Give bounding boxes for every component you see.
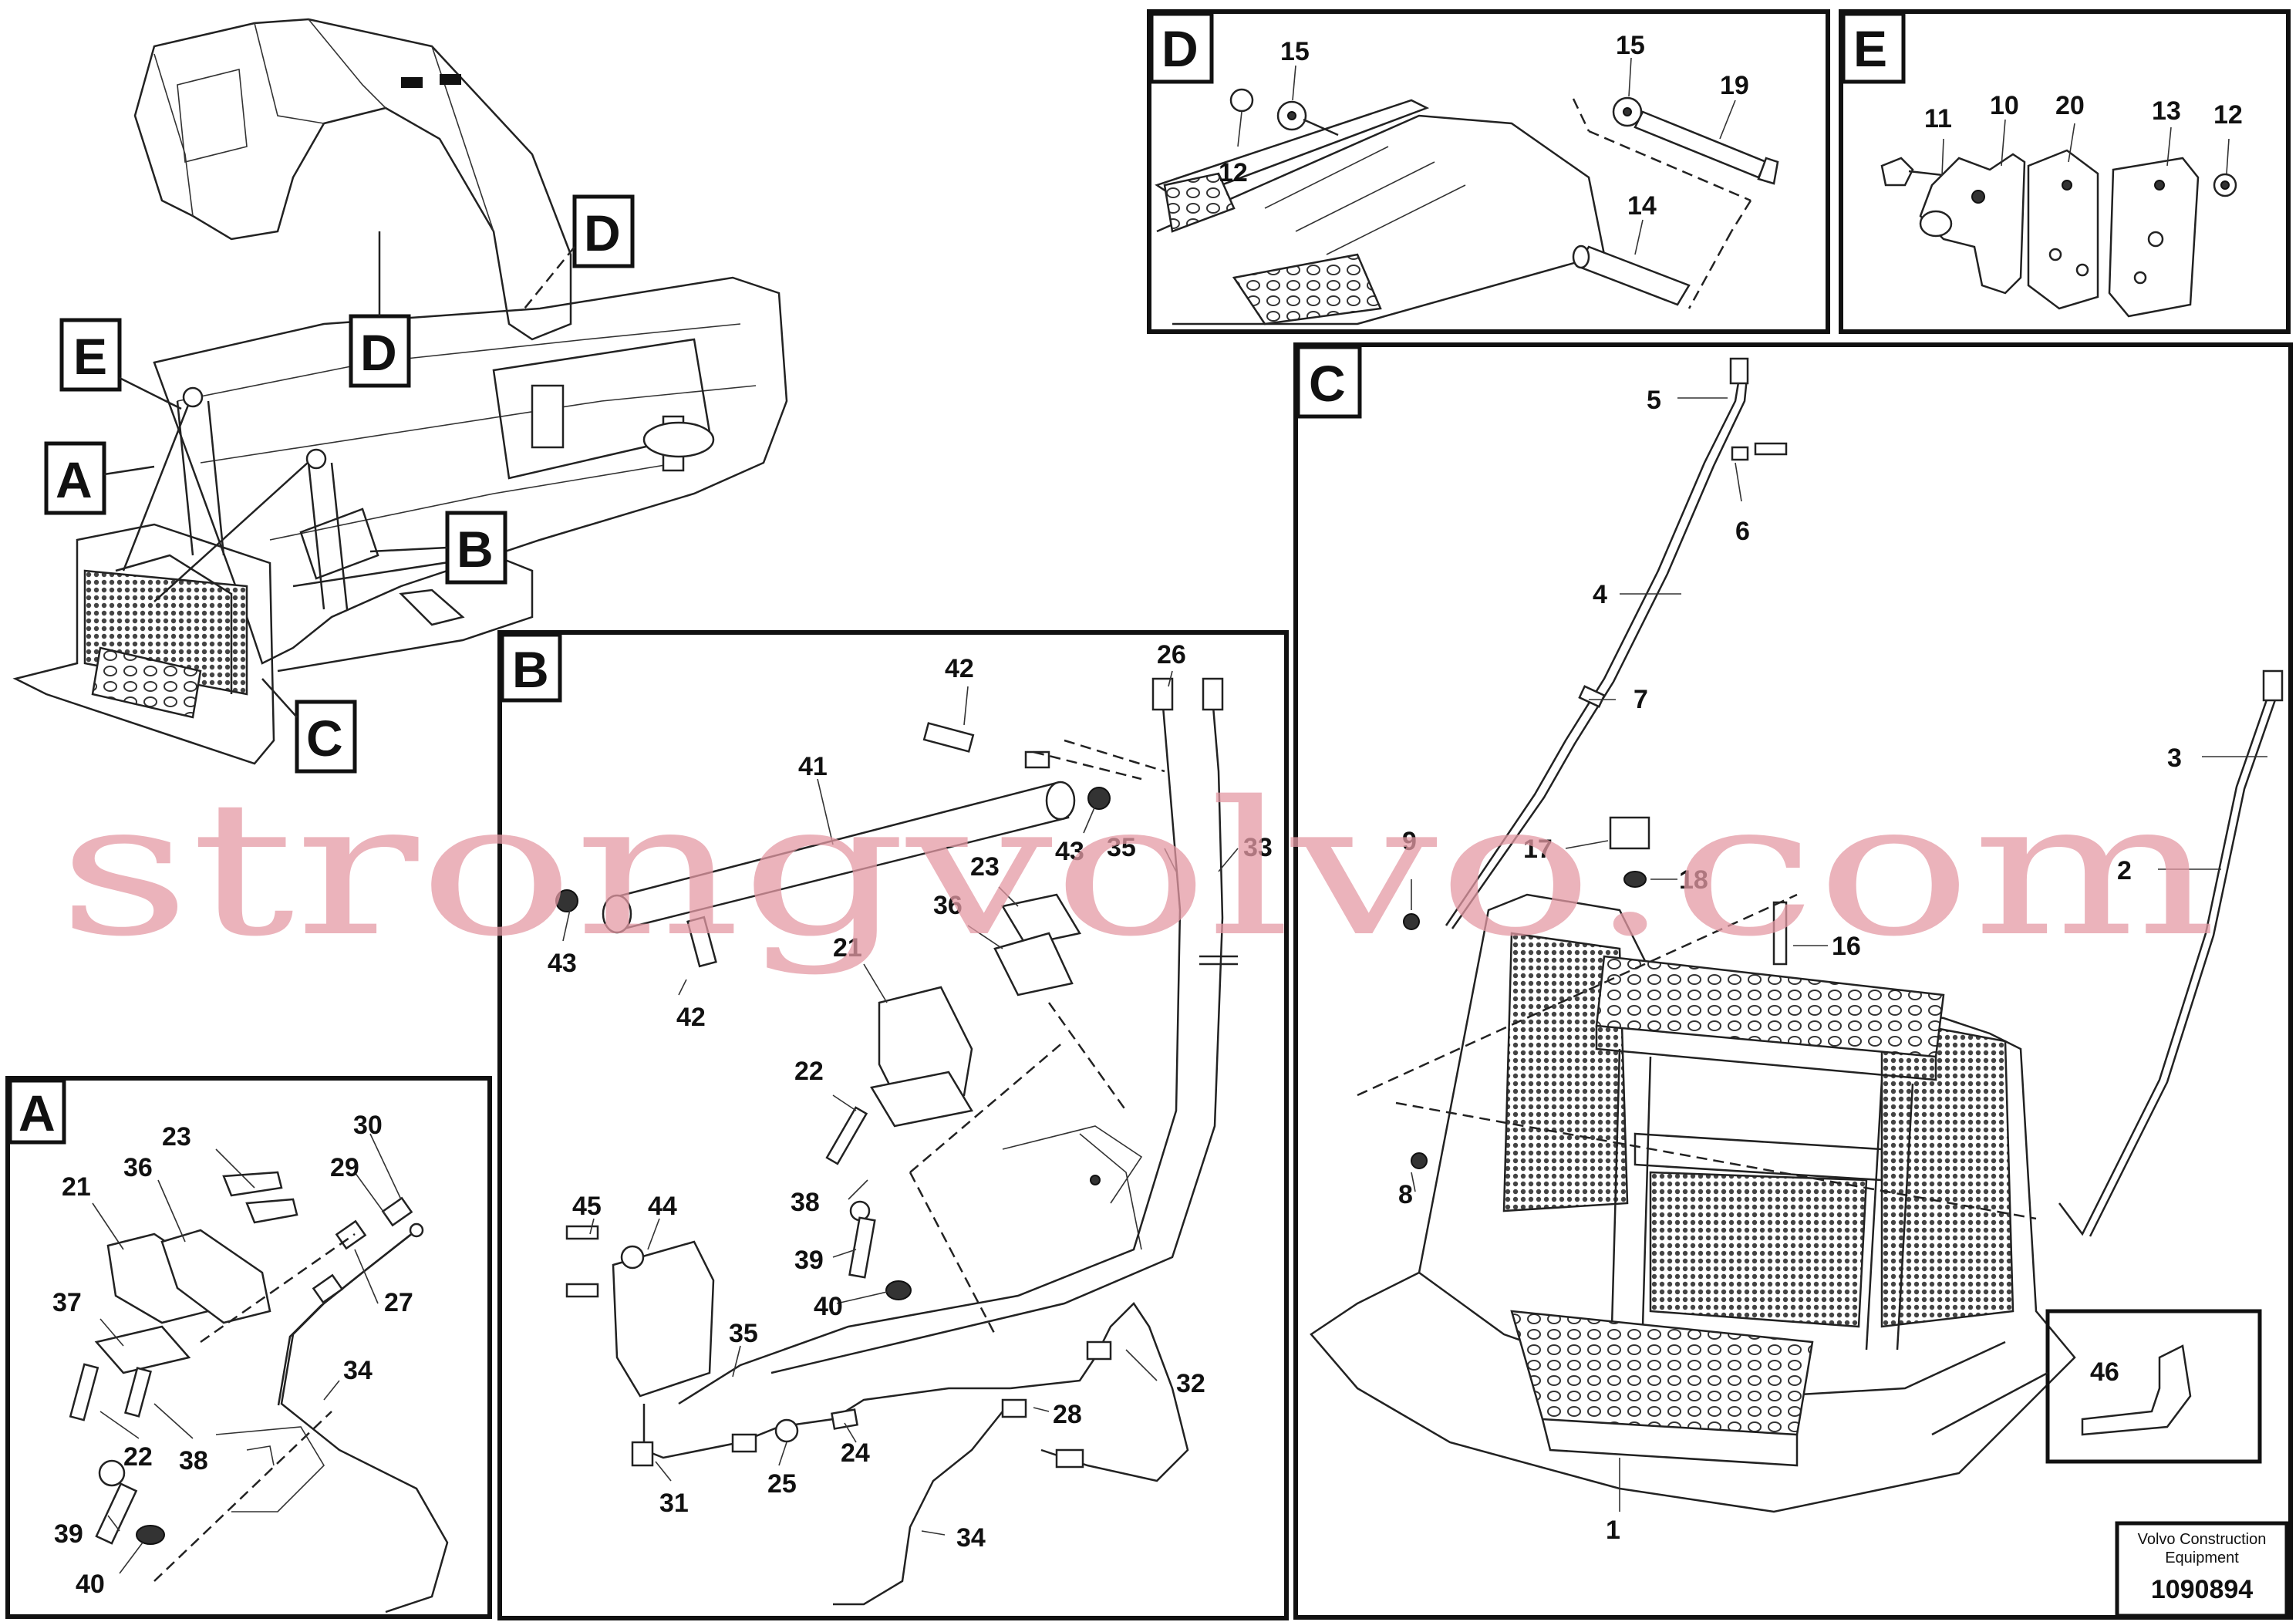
svg-text:19: 19 — [1720, 71, 1749, 100]
svg-text:12: 12 — [1219, 158, 1248, 187]
svg-text:10: 10 — [1990, 91, 2019, 120]
svg-text:44: 44 — [648, 1192, 677, 1221]
svg-text:32: 32 — [1176, 1369, 1205, 1398]
svg-text:16: 16 — [1832, 932, 1861, 961]
svg-text:C: C — [1309, 355, 1346, 412]
svg-text:36: 36 — [123, 1153, 153, 1182]
svg-text:36: 36 — [933, 891, 963, 920]
callout-d-upper[interactable]: D — [524, 194, 635, 309]
callout-a[interactable]: A — [44, 441, 155, 515]
callout-e[interactable]: E — [59, 318, 182, 410]
svg-text:39: 39 — [54, 1519, 83, 1549]
svg-text:31: 31 — [659, 1489, 689, 1518]
svg-text:24: 24 — [841, 1438, 870, 1468]
machine-overview — [12, 18, 788, 765]
svg-text:D: D — [360, 324, 397, 381]
svg-text:12: 12 — [2213, 100, 2243, 130]
panel-c: C — [1293, 342, 2293, 1620]
svg-text:40: 40 — [76, 1570, 105, 1599]
svg-text:22: 22 — [123, 1442, 153, 1472]
panel-b: B — [497, 630, 1289, 1620]
svg-text:35: 35 — [729, 1319, 758, 1348]
svg-text:11: 11 — [1924, 104, 1952, 133]
svg-text:13: 13 — [2152, 96, 2181, 126]
svg-text:46: 46 — [2090, 1357, 2119, 1387]
svg-text:23: 23 — [970, 852, 1000, 882]
svg-text:5: 5 — [1647, 386, 1661, 415]
svg-text:Equipment: Equipment — [2165, 1549, 2239, 1566]
svg-text:A: A — [56, 451, 93, 508]
svg-text:27: 27 — [384, 1288, 413, 1317]
svg-text:38: 38 — [179, 1446, 208, 1475]
svg-text:B: B — [512, 641, 549, 698]
svg-text:28: 28 — [1053, 1400, 1082, 1429]
svg-text:14: 14 — [1627, 191, 1657, 221]
svg-text:1: 1 — [1606, 1516, 1620, 1545]
svg-text:39: 39 — [794, 1246, 824, 1275]
svg-text:3: 3 — [2167, 744, 2182, 773]
svg-text:4: 4 — [1593, 580, 1607, 609]
svg-text:35: 35 — [1107, 833, 1136, 862]
svg-text:17: 17 — [1523, 835, 1553, 864]
callout-c[interactable]: C — [261, 678, 357, 774]
callout-d-lower[interactable]: D — [349, 231, 411, 388]
svg-text:43: 43 — [548, 949, 577, 978]
svg-text:E: E — [1853, 20, 1887, 77]
svg-text:6: 6 — [1735, 517, 1750, 546]
overview-callouts: E A D D B C — [44, 194, 635, 774]
svg-text:D: D — [584, 204, 621, 261]
svg-text:45: 45 — [572, 1192, 602, 1221]
callout-b[interactable]: B — [369, 511, 507, 585]
svg-text:43: 43 — [1055, 837, 1084, 866]
svg-text:2: 2 — [2117, 856, 2132, 885]
svg-text:23: 23 — [162, 1122, 191, 1152]
drawing-number: 1090894 — [2151, 1575, 2253, 1604]
panel-d: D 15 15 19 12 14 — [1147, 9, 1830, 334]
svg-text:34: 34 — [956, 1523, 986, 1553]
svg-text:29: 29 — [330, 1153, 359, 1182]
svg-text:20: 20 — [2055, 91, 2085, 120]
svg-text:26: 26 — [1157, 640, 1186, 669]
svg-text:21: 21 — [833, 933, 862, 963]
svg-text:21: 21 — [62, 1172, 91, 1202]
svg-text:7: 7 — [1633, 685, 1648, 714]
title-block: Volvo Construction Equipment 1090894 — [2115, 1521, 2289, 1618]
svg-text:E: E — [73, 328, 107, 385]
svg-text:38: 38 — [791, 1188, 820, 1217]
svg-text:42: 42 — [676, 1003, 706, 1032]
svg-text:22: 22 — [794, 1057, 824, 1086]
svg-text:B: B — [457, 521, 494, 578]
svg-text:15: 15 — [1616, 31, 1645, 60]
maker-name: Volvo Construction — [2138, 1531, 2267, 1548]
svg-text:15: 15 — [1280, 37, 1310, 66]
svg-text:C: C — [306, 710, 343, 767]
svg-text:8: 8 — [1398, 1180, 1413, 1209]
svg-text:9: 9 — [1402, 827, 1417, 856]
svg-text:33: 33 — [1243, 833, 1273, 862]
svg-text:40: 40 — [814, 1292, 843, 1321]
watermark-text: strongvolvo.com — [58, 761, 2217, 977]
svg-text:D: D — [1161, 20, 1199, 77]
svg-text:34: 34 — [343, 1356, 373, 1385]
svg-text:18: 18 — [1679, 865, 1708, 895]
svg-text:42: 42 — [945, 654, 974, 683]
svg-text:41: 41 — [798, 752, 828, 781]
panel-e: E 11 10 20 13 12 — [1839, 9, 2291, 334]
svg-text:37: 37 — [52, 1288, 82, 1317]
svg-text:30: 30 — [353, 1111, 383, 1140]
panel-a: A 23 30 — [5, 1076, 492, 1619]
svg-text:A: A — [19, 1084, 56, 1141]
svg-text:25: 25 — [767, 1469, 797, 1499]
